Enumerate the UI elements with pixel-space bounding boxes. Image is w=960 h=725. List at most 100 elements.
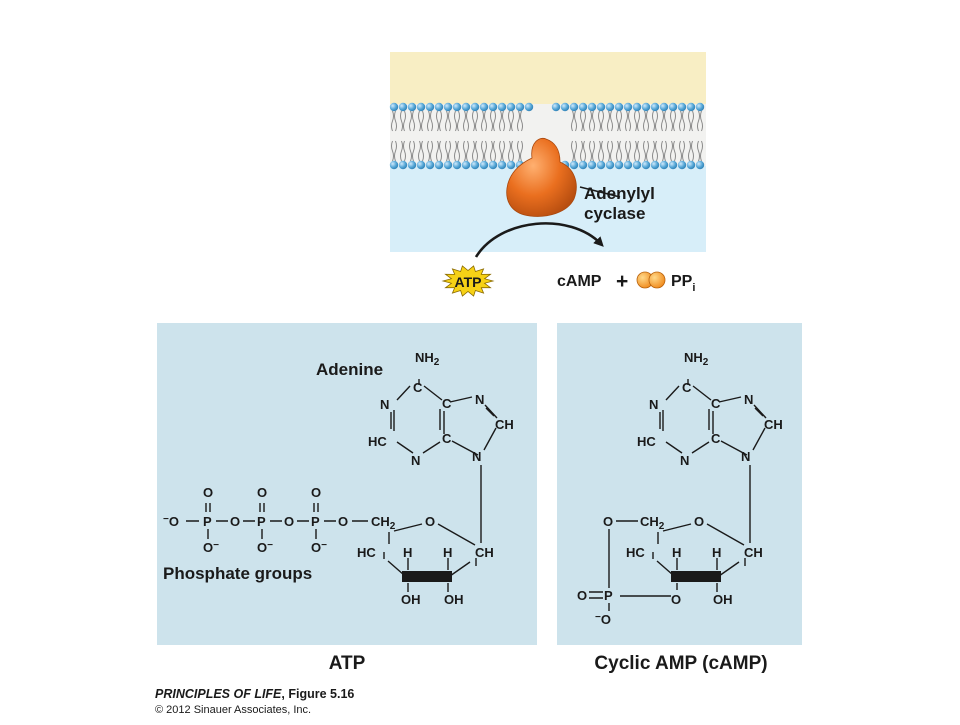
lipid-head xyxy=(416,160,426,170)
svg-text:−O: −O xyxy=(163,514,179,529)
lipid-head xyxy=(587,160,597,170)
lipid-tail xyxy=(499,110,505,162)
lipid-head xyxy=(506,102,516,112)
lipid-head xyxy=(389,102,399,112)
lipid-head xyxy=(641,102,651,112)
svg-text:OH: OH xyxy=(401,592,421,607)
lipid-head xyxy=(668,160,678,170)
lipid-tail xyxy=(598,110,604,162)
svg-text:NH2: NH2 xyxy=(684,350,709,368)
enzyme-label-line1: Adenylyl xyxy=(584,184,655,203)
lipid-tail xyxy=(670,110,676,162)
svg-text:CH: CH xyxy=(744,545,763,560)
pyrophosphate-label: PPi xyxy=(671,273,695,294)
lipid-tail xyxy=(580,110,586,162)
svg-text:N: N xyxy=(741,449,750,464)
svg-text:OH: OH xyxy=(444,592,464,607)
svg-text:N: N xyxy=(649,397,658,412)
lipid-head xyxy=(596,102,606,112)
svg-text:N: N xyxy=(744,392,753,407)
svg-text:P: P xyxy=(604,588,613,603)
atp-ribose-ring: O CH2 HC H H CH OH OH xyxy=(357,514,494,607)
enzyme-label-line2: cyclase xyxy=(584,204,645,223)
atp-substrate-badge: ATP xyxy=(441,265,495,297)
camp-structure-panel: NH2 C N C N CH C N N HC O CH2 HC H H CH … xyxy=(557,323,802,645)
lipid-tail xyxy=(490,110,496,162)
lipid-tail xyxy=(625,110,631,162)
lipid-head xyxy=(434,102,444,112)
lipid-head xyxy=(605,160,615,170)
lipid-head xyxy=(677,102,687,112)
lipid-head xyxy=(569,102,579,112)
membrane-panel: Adenylyl cyclase xyxy=(389,52,706,258)
svg-text:H: H xyxy=(672,545,681,560)
svg-text:O: O xyxy=(694,514,704,529)
adenine-label: Adenine xyxy=(316,360,383,379)
svg-text:CH: CH xyxy=(475,545,494,560)
adenylyl-cyclase-enzyme xyxy=(506,137,577,217)
svg-text:O: O xyxy=(338,514,348,529)
lipid-tail xyxy=(643,110,649,162)
lipid-tail xyxy=(472,110,478,162)
svg-text:O: O xyxy=(203,485,213,500)
svg-text:H: H xyxy=(443,545,452,560)
figure-source: PRINCIPLES OF LIFE, Figure 5.16 xyxy=(155,686,354,702)
svg-text:HC: HC xyxy=(626,545,645,560)
lipid-head xyxy=(470,160,480,170)
lipid-tail xyxy=(571,110,577,162)
lipid-head xyxy=(461,102,471,112)
svg-text:P: P xyxy=(257,514,266,529)
extracellular-space xyxy=(390,52,706,104)
svg-text:HC: HC xyxy=(637,434,656,449)
lipid-head xyxy=(425,160,435,170)
camp-cyclic-phosphate: O O P O −O xyxy=(577,514,681,627)
lipid-tail xyxy=(463,110,469,162)
lipid-tail xyxy=(481,110,487,162)
camp-adenine-ring: NH2 C N C N CH C N N HC xyxy=(637,350,783,468)
svg-text:N: N xyxy=(472,449,481,464)
atp-substrate-label: ATP xyxy=(455,274,482,290)
figure-credit: PRINCIPLES OF LIFE, Figure 5.16 © 2012 S… xyxy=(155,686,354,718)
reaction-arrow xyxy=(474,222,604,258)
lipid-head xyxy=(677,160,687,170)
svg-text:C: C xyxy=(711,431,721,446)
lipid-head xyxy=(434,160,444,170)
lipid-head xyxy=(686,102,696,112)
lipid-head xyxy=(479,102,489,112)
lipid-tail xyxy=(607,110,613,162)
lipid-head xyxy=(452,102,462,112)
lipid-head xyxy=(578,102,588,112)
lipid-head xyxy=(452,160,462,170)
lipid-heads xyxy=(389,102,705,170)
svg-text:P: P xyxy=(311,514,320,529)
svg-text:HC: HC xyxy=(368,434,387,449)
lipid-tail xyxy=(436,110,442,162)
lipid-head xyxy=(560,102,570,112)
lipid-head xyxy=(641,160,651,170)
lipid-head xyxy=(425,102,435,112)
lipid-tail xyxy=(679,110,685,162)
svg-text:N: N xyxy=(380,397,389,412)
svg-text:C: C xyxy=(711,396,721,411)
svg-text:O: O xyxy=(671,592,681,607)
lipid-head xyxy=(587,102,597,112)
lipid-head xyxy=(605,102,615,112)
svg-text:O: O xyxy=(257,485,267,500)
svg-text:O: O xyxy=(311,485,321,500)
lipid-head xyxy=(488,102,498,112)
lipid-tail xyxy=(634,110,640,162)
lipid-head xyxy=(407,160,417,170)
phosphate-groups-label: Phosphate groups xyxy=(163,564,312,583)
book-title: PRINCIPLES OF LIFE xyxy=(155,687,282,701)
lipid-head xyxy=(497,102,507,112)
svg-text:N: N xyxy=(680,453,689,468)
svg-text:NH2: NH2 xyxy=(415,350,440,368)
lipid-head xyxy=(668,102,678,112)
svg-text:P: P xyxy=(203,514,212,529)
lipid-head xyxy=(569,160,579,170)
lipid-tail xyxy=(409,110,415,162)
svg-text:C: C xyxy=(442,396,452,411)
pyrophosphate-icon xyxy=(636,271,666,289)
svg-text:H: H xyxy=(403,545,412,560)
